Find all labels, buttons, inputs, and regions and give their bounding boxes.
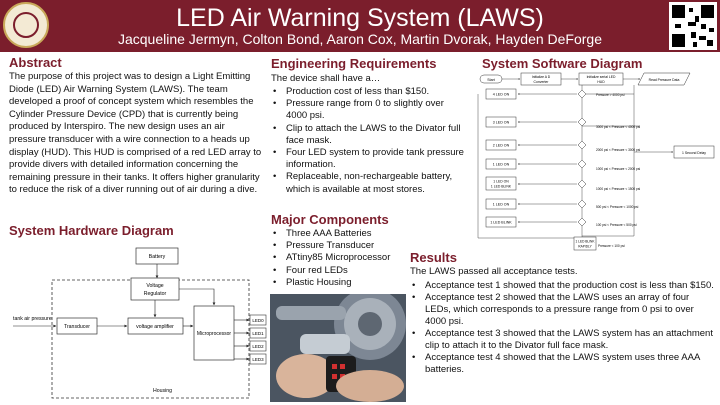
- results-heading: Results: [410, 250, 457, 265]
- svg-text:1000 psi < Pressure < 2000 psi: 1000 psi < Pressure < 2000 psi: [596, 167, 640, 171]
- svg-text:1 Second Delay: 1 Second Delay: [682, 151, 706, 155]
- result-item: Acceptance test 1 showed that the produc…: [410, 280, 716, 292]
- svg-text:Microprocessor: Microprocessor: [197, 331, 232, 337]
- svg-text:RAPIDLY: RAPIDLY: [578, 245, 592, 249]
- svg-text:2000 psi < Pressure < 3000 psi: 2000 psi < Pressure < 3000 psi: [596, 148, 640, 152]
- svg-text:Read Pressure Data: Read Pressure Data: [649, 78, 680, 82]
- svg-text:Regulator: Regulator: [144, 291, 167, 297]
- svg-text:3000 psi < Pressure < 4000 psi: 3000 psi < Pressure < 4000 psi: [596, 125, 640, 129]
- svg-text:HUD: HUD: [597, 80, 605, 84]
- device-photo: [270, 294, 406, 402]
- requirement-item: Production cost of less than $150.: [271, 86, 467, 98]
- svg-text:4 LED ON: 4 LED ON: [493, 93, 510, 97]
- housing-label: Housing: [153, 388, 172, 394]
- component-item: Pressure Transducer: [271, 240, 421, 252]
- led0-block: [249, 314, 267, 326]
- svg-text:1 LED BLINK: 1 LED BLINK: [576, 240, 596, 244]
- svg-text:1 LED ON: 1 LED ON: [493, 203, 510, 207]
- svg-text:Pressure < 100 psi: Pressure < 100 psi: [598, 244, 625, 248]
- input-label: tank air pressure: [13, 316, 52, 322]
- result-item: Acceptance test 2 showed that the LAWS u…: [410, 292, 716, 328]
- svg-text:LED3: LED3: [252, 357, 264, 362]
- svg-text:1 LED ON: 1 LED ON: [493, 163, 510, 167]
- software-heading: System Software Diagram: [482, 56, 643, 71]
- svg-text:LED1: LED1: [252, 331, 264, 336]
- hardware-heading: System Hardware Diagram: [9, 223, 174, 238]
- svg-text:1 LED BLINK: 1 LED BLINK: [490, 221, 512, 225]
- abstract-heading: Abstract: [9, 55, 62, 70]
- university-seal-logo: [3, 2, 49, 48]
- requirements-heading: Engineering Requirements: [271, 56, 437, 71]
- header-banner: LED Air Warning System (LAWS) Jacqueline…: [0, 0, 720, 52]
- components-list: Three AAA BatteriesPressure TransducerAT…: [271, 228, 421, 289]
- housing-boundary: [51, 279, 250, 399]
- svg-text:Voltage: Voltage: [146, 283, 163, 289]
- svg-text:Start: Start: [487, 78, 495, 82]
- abstract-text: The purpose of this project was to desig…: [9, 71, 262, 196]
- svg-text:500 psi < Pressure < 1000 psi: 500 psi < Pressure < 1000 psi: [596, 205, 639, 209]
- requirement-item: Four LED system to provide tank pressure…: [271, 147, 467, 171]
- qr-code-icon[interactable]: [669, 2, 717, 50]
- led1-block: [249, 327, 267, 339]
- hardware-diagram: Housing Battery Voltage Regulator tank a…: [13, 247, 267, 399]
- svg-text:Initialize serial LED: Initialize serial LED: [587, 75, 616, 79]
- results-list: Acceptance test 1 showed that the produc…: [410, 280, 716, 376]
- svg-text:Transducer: Transducer: [64, 324, 90, 330]
- result-item: Acceptance test 4 showed that the LAWS s…: [410, 352, 716, 376]
- requirement-item: Replaceable, non-rechargeable battery, w…: [271, 171, 467, 195]
- svg-text:2 LED ON: 2 LED ON: [493, 144, 510, 148]
- svg-text:Initialize A D: Initialize A D: [532, 75, 551, 79]
- requirement-item: Clip to attach the LAWS to the Divator f…: [271, 123, 467, 147]
- component-item: Plastic Housing: [271, 277, 421, 289]
- svg-text:1 LED BLINK: 1 LED BLINK: [491, 185, 512, 189]
- software-flowchart: Start Initialize A D Converter Initializ…: [477, 72, 715, 251]
- result-item: Acceptance test 3 showed that the LAWS s…: [410, 328, 716, 352]
- led2-block: [249, 340, 267, 352]
- svg-text:voltage amplifier: voltage amplifier: [136, 324, 174, 330]
- poster-title: LED Air Warning System (LAWS): [176, 4, 544, 32]
- svg-text:Converter: Converter: [534, 80, 550, 84]
- svg-text:1000 psi < Pressure < 1500 psi: 1000 psi < Pressure < 1500 psi: [596, 187, 640, 191]
- svg-text:Pressure > 4000 psi: Pressure > 4000 psi: [596, 93, 625, 97]
- requirements-list: Production cost of less than $150.Pressu…: [271, 86, 467, 196]
- svg-text:1 LED ON: 1 LED ON: [493, 180, 509, 184]
- component-item: ATtiny85 Microprocessor: [271, 252, 421, 264]
- svg-text:LED2: LED2: [252, 344, 264, 349]
- poster-authors: Jacqueline Jermyn, Colton Bond, Aaron Co…: [117, 31, 602, 47]
- svg-text:LED0: LED0: [252, 318, 264, 323]
- components-heading: Major Components: [271, 212, 389, 227]
- component-item: Four red LEDs: [271, 265, 421, 277]
- svg-text:3 LED ON: 3 LED ON: [493, 121, 510, 125]
- led3-block: [249, 353, 267, 365]
- component-item: Three AAA Batteries: [271, 228, 421, 240]
- svg-text:Battery: Battery: [149, 254, 166, 260]
- requirements-intro: The device shall have a…: [271, 73, 381, 84]
- microprocessor-block: [193, 305, 235, 361]
- results-intro: The LAWS passed all acceptance tests.: [410, 266, 578, 277]
- requirement-item: Pressure range from 0 to slightly over 4…: [271, 98, 467, 122]
- svg-text:100 psi < Pressure < 500 psi: 100 psi < Pressure < 500 psi: [596, 223, 637, 227]
